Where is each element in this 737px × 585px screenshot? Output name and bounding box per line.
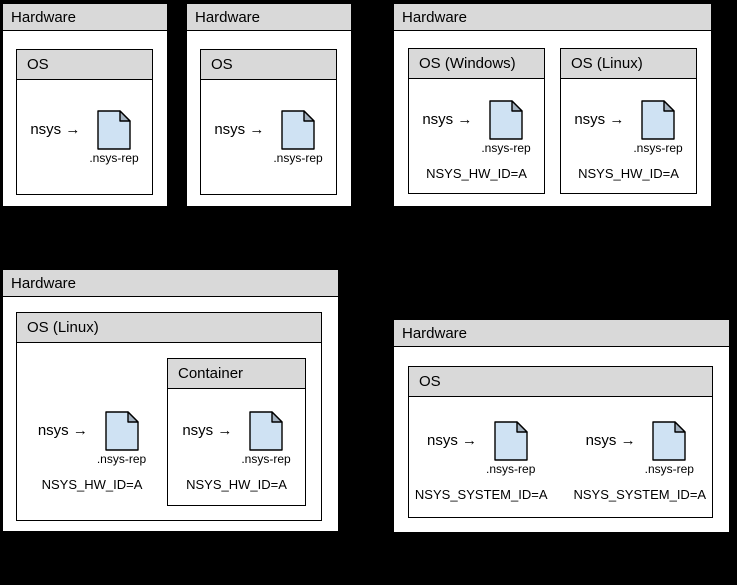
- nsys-command-label: nsys →: [585, 432, 636, 449]
- nsys-rep-file-icon: [281, 109, 315, 150]
- nsys-rep-file-icon: [494, 420, 528, 461]
- nsys-rep-file-icon: [97, 109, 131, 150]
- file-extension-label: .nsys-rep: [241, 451, 291, 466]
- env-var-label: NSYS_HW_ID=A: [426, 165, 527, 181]
- hardware-title: Hardware: [394, 4, 711, 31]
- os-title: OS: [201, 50, 336, 80]
- file-extension-label: .nsys-rep: [633, 140, 683, 155]
- nsys-command-label: nsys →: [427, 432, 478, 449]
- file-extension-label: .nsys-rep: [89, 150, 139, 165]
- hardware-box-3: Hardware OS (Windows) nsys → .nsys-rep N…: [393, 3, 712, 207]
- env-var-label: NSYS_HW_ID=A: [41, 476, 143, 492]
- nsys-command-label: nsys →: [30, 121, 81, 138]
- nsys-to-file-figure: nsys → .nsys-rep: [182, 410, 291, 466]
- nsys-to-file-figure: nsys → .nsys-rep: [427, 420, 536, 476]
- nsys-rep-file-icon: [489, 99, 523, 140]
- os-linux-box: OS (Linux) nsys → .nsys-rep NSYS_HW_ID=A: [560, 48, 697, 194]
- nsys-rep-file-icon: [249, 410, 283, 451]
- file-extension-label: .nsys-rep: [486, 461, 536, 476]
- hardware-title: Hardware: [3, 270, 338, 297]
- nsys-command-label: nsys →: [37, 422, 88, 439]
- os-content: nsys → .nsys-rep: [201, 80, 336, 194]
- nsys-report-unit: nsys → .nsys-rep: [30, 109, 139, 165]
- container-content: nsys → .nsys-rep NSYS_HW_ID=A: [168, 389, 305, 505]
- os-title: OS: [409, 367, 712, 397]
- env-var-label: NSYS_SYSTEM_ID=A: [573, 486, 707, 502]
- nsys-to-file-figure: nsys → .nsys-rep: [37, 410, 147, 466]
- hardware-title: Hardware: [394, 320, 729, 347]
- os-box: OS nsys → .nsys-rep NSYS_SYSTE: [408, 366, 713, 518]
- os-content: nsys → .nsys-rep NSYS_HW_ID=A: [409, 79, 544, 193]
- env-var-label: NSYS_HW_ID=A: [186, 476, 287, 492]
- nsys-command-label: nsys →: [214, 121, 265, 138]
- hardware-box-4: Hardware OS (Linux) nsys → .nsys-rep NSY…: [2, 269, 339, 532]
- file-block: .nsys-rep: [96, 410, 147, 466]
- os-content: nsys → .nsys-rep NSYS_SYSTEM_ID=A: [409, 397, 712, 517]
- file-block: .nsys-rep: [241, 410, 291, 466]
- nsys-report-unit: nsys → .nsys-rep: [214, 109, 323, 165]
- nsys-rep-file-icon: [104, 410, 139, 451]
- os-box: OS nsys → .nsys-rep: [16, 49, 153, 195]
- nsys-report-unit: nsys → .nsys-rep NSYS_SYSTEM_ID=A: [573, 420, 707, 502]
- nsys-command-label: nsys →: [574, 111, 625, 128]
- container-box: Container nsys → .nsys-rep NSYS_HW_I: [167, 358, 306, 506]
- file-block: .nsys-rep: [486, 420, 536, 476]
- units-row: nsys → .nsys-rep NSYS_SYSTEM_ID=A: [414, 420, 707, 502]
- nsys-report-unit: nsys → .nsys-rep NSYS_HW_ID=A: [182, 410, 291, 492]
- nsys-report-unit: nsys → .nsys-rep NSYS_HW_ID=A: [574, 99, 683, 181]
- nsys-command-label: nsys →: [422, 111, 473, 128]
- nsys-command-label: nsys →: [182, 422, 233, 439]
- nsys-report-unit: nsys → .nsys-rep NSYS_HW_ID=A: [422, 99, 531, 181]
- os-box: OS nsys → .nsys-rep: [200, 49, 337, 195]
- file-block: .nsys-rep: [273, 109, 323, 165]
- nsys-report-unit: nsys → .nsys-rep NSYS_HW_ID=A: [37, 410, 147, 492]
- file-extension-label: .nsys-rep: [96, 451, 147, 466]
- nsys-to-file-figure: nsys → .nsys-rep: [574, 99, 683, 155]
- os-title: OS (Linux): [561, 49, 696, 79]
- nsys-to-file-figure: nsys → .nsys-rep: [30, 109, 139, 165]
- os-content: nsys → .nsys-rep: [17, 80, 152, 194]
- hardware-box-1: Hardware OS nsys → .nsys-rep: [2, 3, 168, 207]
- os-title: OS (Windows): [409, 49, 544, 79]
- nsys-rep-file-icon: [641, 99, 675, 140]
- file-extension-label: .nsys-rep: [644, 461, 694, 476]
- nsys-to-file-figure: nsys → .nsys-rep: [214, 109, 323, 165]
- nsys-to-file-figure: nsys → .nsys-rep: [422, 99, 531, 155]
- hardware-title: Hardware: [187, 4, 351, 31]
- hardware-box-5: Hardware OS nsys → .nsys-rep: [393, 319, 730, 533]
- nsys-to-file-figure: nsys → .nsys-rep: [585, 420, 694, 476]
- env-var-label: NSYS_HW_ID=A: [578, 165, 679, 181]
- file-block: .nsys-rep: [481, 99, 531, 155]
- os-title: OS (Linux): [17, 313, 321, 343]
- file-extension-label: .nsys-rep: [481, 140, 531, 155]
- file-extension-label: .nsys-rep: [273, 150, 323, 165]
- nsys-report-unit: nsys → .nsys-rep NSYS_SYSTEM_ID=A: [414, 420, 548, 502]
- hardware-box-2: Hardware OS nsys → .nsys-rep: [186, 3, 352, 207]
- container-title: Container: [168, 359, 305, 389]
- env-var-label: NSYS_SYSTEM_ID=A: [414, 486, 548, 502]
- file-block: .nsys-rep: [644, 420, 694, 476]
- hardware-title: Hardware: [3, 4, 167, 31]
- os-content: nsys → .nsys-rep NSYS_HW_ID=A: [561, 79, 696, 193]
- file-block: .nsys-rep: [89, 109, 139, 165]
- nsys-rep-file-icon: [652, 420, 686, 461]
- host-nsys-area: nsys → .nsys-rep NSYS_HW_ID=A: [17, 388, 167, 506]
- os-windows-box: OS (Windows) nsys → .nsys-rep NSYS_HW_ID…: [408, 48, 545, 194]
- file-block: .nsys-rep: [633, 99, 683, 155]
- os-title: OS: [17, 50, 152, 80]
- os-linux-box: OS (Linux) nsys → .nsys-rep NSYS_HW_ID=A: [16, 312, 322, 521]
